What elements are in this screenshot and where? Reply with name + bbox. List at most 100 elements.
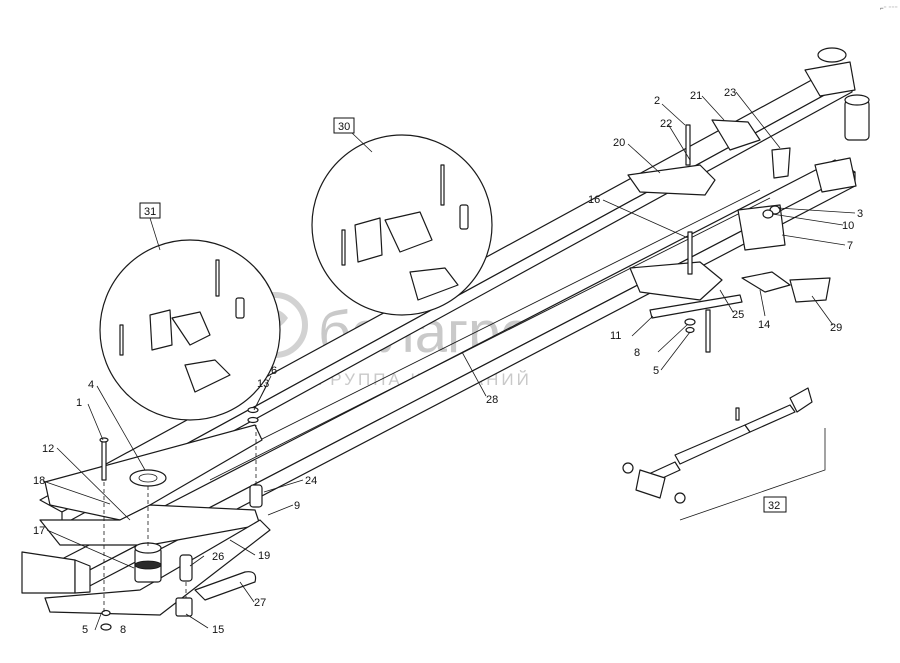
callout-20: 20 (613, 137, 625, 149)
beam-28-edge-1 (199, 189, 761, 471)
clevis-right (789, 387, 813, 413)
callout-14: 14 (758, 319, 770, 331)
box-30-label: 30 (338, 121, 350, 133)
detail-view-31 (99, 239, 281, 421)
leader-26 (189, 555, 205, 567)
detail-31-bracket (184, 359, 231, 393)
leader-21 (701, 95, 725, 121)
leader-8 (657, 323, 689, 353)
washer-5-bottom (101, 609, 111, 617)
callout-21: 21 (690, 90, 702, 102)
nut-8-bottom (100, 623, 112, 631)
callout-7: 7 (847, 240, 853, 252)
leader-23 (735, 91, 781, 149)
leader-22 (667, 123, 691, 161)
leader-17 (46, 529, 135, 569)
box-32 (763, 496, 787, 513)
callout-8-left: 8 (120, 624, 126, 636)
left-lower-plate (44, 519, 271, 616)
leader-5b (94, 613, 102, 631)
washer-32-a (622, 462, 634, 474)
leader-1 (87, 403, 104, 441)
leader-24 (263, 479, 304, 493)
cylinder-right-top (844, 94, 870, 106)
pin-32 (735, 407, 740, 421)
leader-16 (602, 199, 689, 239)
callout-11: 11 (610, 330, 621, 342)
callout-10: 10 (842, 220, 854, 232)
detail-view-30 (311, 134, 493, 316)
bushing-17-band (134, 560, 162, 570)
turnbuckle-body (674, 424, 751, 465)
callout-5-right: 5 (653, 365, 659, 377)
detail-view-32 (622, 387, 826, 521)
leader-27 (239, 581, 255, 603)
detail-32-bracket-line (679, 428, 826, 521)
leader-12 (56, 447, 131, 521)
box-30-leader (351, 132, 373, 153)
callout-25: 25 (732, 309, 744, 321)
callout-17: 17 (33, 525, 45, 537)
washer-10 (762, 209, 774, 219)
left-end-assembly (21, 406, 271, 631)
washer-6 (247, 416, 259, 424)
leader-3 (777, 207, 856, 214)
washer-5-right (685, 326, 695, 334)
callout-13: 13 (257, 378, 269, 390)
leader-4 (96, 385, 146, 471)
callout-26: 26 (212, 551, 224, 563)
turnbuckle-thread-right (744, 404, 796, 433)
bolt-16 (687, 231, 693, 275)
callout-28: 28 (486, 394, 498, 406)
beam-28-edge-2 (209, 197, 771, 481)
leader-19 (229, 539, 256, 556)
callout-15: 15 (212, 624, 224, 636)
box-31-label: 31 (144, 206, 156, 218)
callout-24: 24 (305, 475, 317, 487)
callout-3: 3 (857, 208, 863, 220)
detail-30-plate-a (354, 217, 383, 263)
plate-20 (627, 164, 716, 196)
callout-1: 1 (76, 397, 82, 409)
nut-8-right (684, 318, 696, 326)
box-32-label: 32 (768, 500, 780, 512)
callout-12: 12 (42, 443, 54, 455)
upper-end-plate (804, 61, 856, 97)
leader-28 (461, 351, 487, 397)
leader-25 (719, 289, 734, 313)
link-23 (771, 147, 791, 179)
right-assembly (627, 47, 870, 353)
detail-30-spacer (459, 204, 469, 230)
callout-22: 22 (660, 118, 672, 130)
leader-20 (627, 143, 661, 174)
bolt-2 (685, 124, 691, 166)
pin-26 (179, 554, 193, 582)
detail-31-bolt-short (119, 324, 124, 356)
plate-21 (711, 119, 761, 151)
detail-30-plate-b (384, 211, 433, 253)
left-end-bracket-side (74, 559, 91, 594)
corner-mark: ⌐⁻ ⁻⁻⁻ (880, 6, 898, 12)
leader-11 (631, 315, 654, 337)
callout-2: 2 (654, 95, 660, 107)
pin-24 (249, 484, 263, 508)
leader-13 (253, 386, 267, 411)
leader-9 (267, 504, 294, 516)
lever-14 (741, 271, 791, 293)
callout-5-left: 5 (82, 624, 88, 636)
leader-2 (661, 103, 686, 126)
callout-leaders (42, 91, 856, 631)
bolt-1 (101, 439, 107, 481)
callout-4: 4 (88, 379, 94, 391)
bolt-right-lower (705, 309, 711, 353)
callout-6: 6 (271, 365, 277, 377)
callout-23: 23 (724, 87, 736, 99)
callout-19: 19 (258, 550, 270, 562)
box-31-leader (149, 217, 161, 251)
bracket-7 (737, 204, 786, 251)
callout-numbers: 1 2 3 4 5 5 6 7 8 8 9 10 11 12 13 14 15 … (33, 87, 863, 636)
leader-5 (660, 331, 691, 371)
leader-18 (42, 480, 111, 505)
rod-11 (649, 294, 743, 319)
